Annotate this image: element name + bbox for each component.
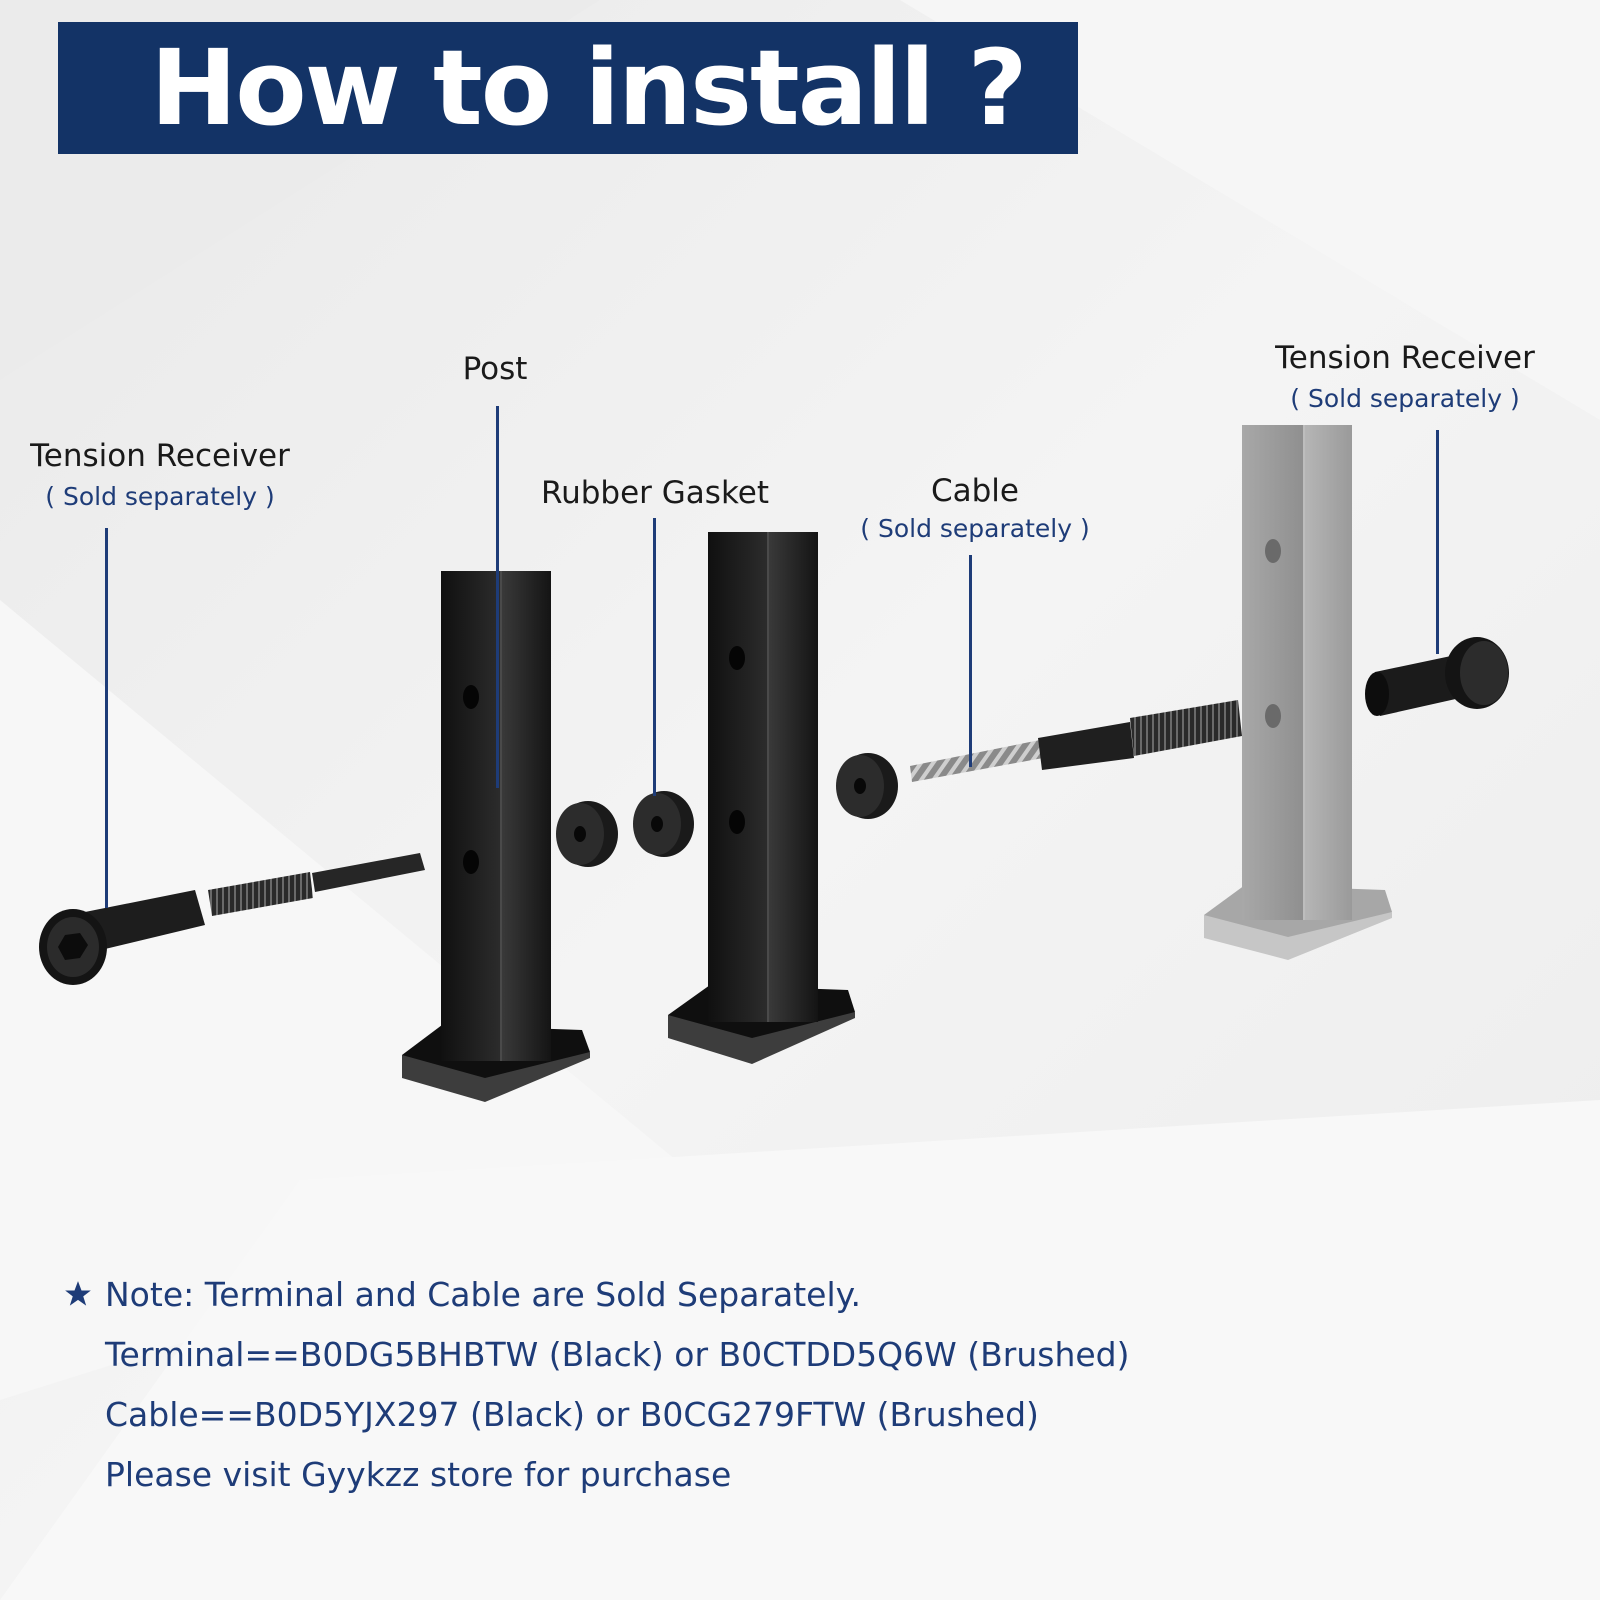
post-brushed xyxy=(1204,425,1392,960)
page-title: How to install ? xyxy=(150,27,1027,149)
cable-leader-line xyxy=(969,555,972,767)
post-black-1 xyxy=(402,571,590,1102)
right-receiver-sold-separately: ( Sold separately ) xyxy=(1290,384,1520,413)
rubber-gasket-label: Rubber Gasket xyxy=(540,475,770,511)
post-leader-line xyxy=(496,406,499,788)
rubber-gasket-2 xyxy=(633,791,694,857)
title-banner: How to install ? xyxy=(58,22,1078,154)
note-line-3: Cable==B0D5YJX297 (Black) or B0CG279FTW … xyxy=(105,1395,1039,1434)
post-black-2 xyxy=(668,532,855,1064)
rubber-gasket-leader-line xyxy=(653,518,656,796)
rubber-gasket-3 xyxy=(836,753,898,819)
post-label: Post xyxy=(462,351,528,387)
right-tension-receiver xyxy=(1365,637,1509,716)
left-tension-receiver-screw xyxy=(39,853,425,985)
right-receiver-label: Tension Receiver xyxy=(1275,340,1535,376)
left-receiver-leader-line xyxy=(105,528,108,908)
cable-sold-separately: ( Sold separately ) xyxy=(860,514,1090,543)
cable-label: Cable xyxy=(930,473,1019,509)
note-line-4: Please visit Gyykzz store for purchase xyxy=(105,1455,732,1494)
right-receiver-leader-line xyxy=(1436,430,1439,654)
note-line-2: Terminal==B0DG5BHBTW (Black) or B0CTDD5Q… xyxy=(105,1335,1130,1374)
star-icon xyxy=(65,1281,91,1306)
note-line-1: Note: Terminal and Cable are Sold Separa… xyxy=(105,1275,861,1314)
left-receiver-sold-separately: ( Sold separately ) xyxy=(45,482,275,511)
left-receiver-label: Tension Receiver xyxy=(30,438,290,474)
rubber-gasket-1 xyxy=(556,801,618,867)
cable-assembly xyxy=(910,700,1242,782)
